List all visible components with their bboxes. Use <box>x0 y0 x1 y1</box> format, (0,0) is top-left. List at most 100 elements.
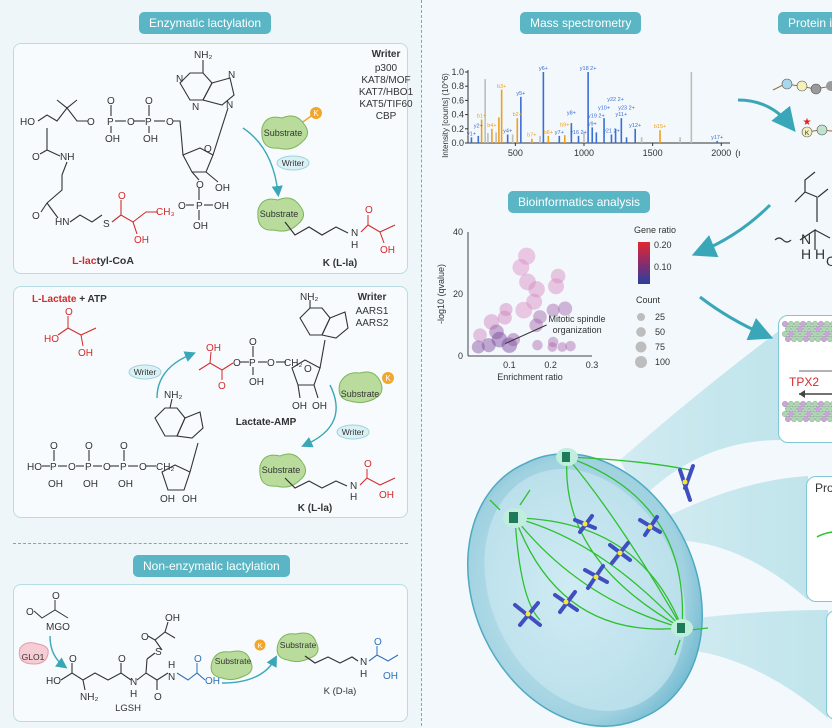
product-atoms: N H O OH <box>360 637 398 682</box>
atom-label: N <box>350 481 357 492</box>
enzymatic-lactylation-header: Enzymatic lactylation <box>139 12 272 34</box>
scatter-point <box>473 328 487 343</box>
scatter-point <box>491 331 508 348</box>
atom-label: NH₂ <box>194 50 212 61</box>
lysine-k-icon <box>382 372 394 384</box>
tpx2-label: TPX2 <box>789 375 820 389</box>
vertical-divider <box>421 0 422 726</box>
modification-star-icon: ★ <box>803 117 812 128</box>
reaction-arrow <box>49 635 68 669</box>
atom-label: S <box>155 647 162 658</box>
tubulin-dimer <box>821 406 827 412</box>
tubulin-dimer <box>821 326 827 332</box>
peak-label: y5+ <box>516 91 525 97</box>
atom-label: OH <box>78 348 93 359</box>
peak-label: y10+ <box>598 106 610 112</box>
mgo-bonds <box>33 609 69 619</box>
atom-label: O <box>26 607 34 618</box>
atom-label: NH <box>60 152 74 163</box>
tubulin-dimer <box>791 406 797 412</box>
atom-label: O <box>374 637 382 648</box>
lactate-amp-label: Lactate-AMP <box>236 417 297 428</box>
lysine-k-icon <box>310 107 322 119</box>
scatter-point <box>547 336 559 348</box>
annotation-label: organization <box>553 325 602 335</box>
tubulin-dimer <box>797 406 803 412</box>
glo1-enzyme <box>18 642 49 665</box>
x-tick-label: 0.1 <box>503 360 516 370</box>
peak-label: y4+ <box>503 128 512 134</box>
substrate-blob <box>261 115 308 150</box>
lgsh-label: LGSH <box>115 703 141 714</box>
atom-label: OH <box>379 490 394 501</box>
tubulin-dimer <box>785 326 791 332</box>
writer-list: p300 KAT8/MOF KAT7/HBO1 KAT5/TIF60 CBP <box>359 63 414 122</box>
atom-label: H <box>351 240 358 251</box>
tubulin-dimer <box>827 416 832 422</box>
tubulin-dimer <box>809 416 815 422</box>
tubulin-dimer <box>797 326 803 332</box>
atom-label: O <box>118 191 126 202</box>
atom-label: N <box>176 74 183 85</box>
writer-badge-label: Writer <box>342 427 365 437</box>
peak-label: y2+ <box>474 123 483 129</box>
pro-box: Pro <box>806 476 832 602</box>
size-legend-circle <box>635 341 647 353</box>
tubulin-dimer <box>797 336 803 342</box>
atom-label: OH <box>193 221 208 232</box>
atom-label: O <box>139 462 147 473</box>
atom-label: O <box>166 117 174 128</box>
atom-label: O <box>145 96 153 107</box>
scatter-point <box>481 338 496 353</box>
reaction-arrow <box>221 655 278 684</box>
atom-label: OH <box>292 401 307 412</box>
y-tick-label: 0.4 <box>451 110 464 120</box>
atom-label: OH <box>206 343 221 354</box>
atom-label: OH <box>215 183 230 194</box>
atom-label: P <box>249 358 256 369</box>
scatter-point <box>565 340 576 352</box>
atom-label: O <box>87 117 95 128</box>
substrate-blob <box>276 632 319 663</box>
tubulin-dimer <box>806 331 812 337</box>
peak-label: y9+ <box>588 121 597 127</box>
writer-badge-label: Writer <box>134 367 157 377</box>
x-tick-label: 1500 <box>643 148 663 158</box>
tubulin-dimer <box>815 326 821 332</box>
scatter-point <box>550 268 566 284</box>
product-atoms: N H O OH <box>351 205 395 256</box>
glycine-bonds <box>176 672 206 681</box>
scatter-point <box>558 301 573 316</box>
tubulin-dimer <box>818 401 824 407</box>
atom-label: OH <box>48 479 63 490</box>
size-legend-label: 75 <box>655 342 665 352</box>
tubulin-dimer <box>791 336 797 342</box>
color-legend-title: Gene ratio <box>634 225 676 235</box>
atom-label: OH <box>383 671 398 682</box>
lactyl-bonds <box>360 224 396 233</box>
peak-label: y12+ <box>629 123 641 129</box>
substrate-label: Substrate <box>341 389 380 399</box>
centrosome-icon <box>503 448 693 637</box>
scatter-point <box>519 273 536 291</box>
atp-atoms: HO P O P O P O CH₂ O O O OH OH OH NH₂ OH… <box>27 390 197 505</box>
mass-spectrum-chart: 0.00.20.40.60.81.0500100015002000(m/z)In… <box>441 66 740 158</box>
atom-label: CH₃ <box>156 207 175 218</box>
mgo-label: MGO <box>46 622 70 633</box>
atom-label: O <box>304 364 312 375</box>
tubulin-dimer <box>812 331 818 337</box>
atom-label: NH₂ <box>300 292 318 303</box>
atom-label: H <box>801 246 811 262</box>
tubulin-dimer <box>791 416 797 422</box>
size-legend-label: 50 <box>655 327 665 337</box>
size-legend-circle <box>637 313 645 321</box>
writer-item: AARS1 <box>356 306 389 317</box>
atom-label: O <box>249 337 257 348</box>
atom-label: P <box>85 462 92 473</box>
writer-badge-label: Writer <box>282 158 305 168</box>
tubulin-dimer <box>788 411 794 417</box>
atom-label: P <box>145 117 152 128</box>
x-tick-label: 2000 <box>711 148 731 158</box>
atom-label: O <box>218 381 226 392</box>
